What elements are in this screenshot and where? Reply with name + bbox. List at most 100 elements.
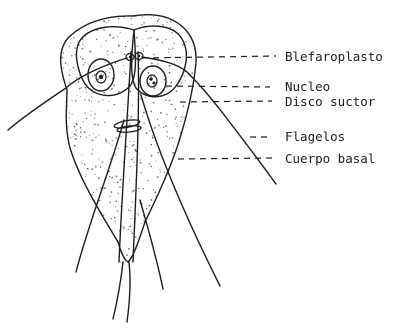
stipple-dot xyxy=(172,137,173,138)
stipple-dot xyxy=(157,152,159,154)
stipple-dot xyxy=(128,210,129,211)
stipple-dot xyxy=(151,63,153,65)
stipple-dot xyxy=(151,155,153,157)
stipple-dot xyxy=(109,35,110,36)
stipple-dot xyxy=(133,190,135,192)
stipple-dot xyxy=(87,84,88,85)
stipple-dot xyxy=(86,174,87,175)
stipple-dot xyxy=(91,139,93,141)
stipple-dot xyxy=(111,88,113,90)
stipple-dot xyxy=(116,176,118,178)
stipple-dot xyxy=(154,127,156,129)
stipple-dot xyxy=(166,114,167,115)
cell-outline-group xyxy=(8,15,276,322)
stipple-dot xyxy=(117,210,118,211)
stipple-dot xyxy=(85,176,86,177)
stipple-dot xyxy=(77,95,78,96)
stipple-dot xyxy=(124,54,125,55)
stipple-dot xyxy=(139,68,140,69)
leader-nucleo xyxy=(166,86,270,87)
stipple-dot xyxy=(76,77,77,78)
stipple-dot xyxy=(73,67,75,69)
stipple-dot xyxy=(74,145,76,147)
stipple-dot xyxy=(156,161,157,162)
stipple-dot xyxy=(109,176,110,177)
axostyle-left xyxy=(119,52,131,262)
stipple-dot xyxy=(157,176,159,178)
stipple-dot xyxy=(112,140,113,141)
stipple-dot xyxy=(165,39,166,40)
stipple-dot xyxy=(92,92,93,93)
stipple-dot xyxy=(84,164,86,166)
label-blefaroplasto: Blefaroplasto xyxy=(285,49,383,64)
stipple-dot xyxy=(108,76,109,77)
stipple-dot xyxy=(84,62,85,63)
stipple-dot xyxy=(164,79,166,81)
stipple-dot xyxy=(120,32,121,33)
stipple-dot xyxy=(170,49,171,50)
stipple-dot xyxy=(131,18,132,19)
stipple-dot xyxy=(112,52,113,53)
stipple-dot xyxy=(91,153,93,155)
stipple-dot xyxy=(143,48,144,49)
stipple-dot xyxy=(117,36,118,37)
median-bodies xyxy=(114,118,142,133)
stipple-dot xyxy=(118,91,120,93)
stipple-dot xyxy=(69,118,70,119)
stipple-dot xyxy=(129,180,130,181)
anterior-flagellum-right xyxy=(142,57,276,184)
stipple-dot xyxy=(170,27,171,28)
stipple-dot xyxy=(95,124,96,125)
stipple-dot xyxy=(105,138,107,140)
leader-disco-suctor xyxy=(180,101,272,102)
stipple-dot xyxy=(85,113,86,114)
stipple-dot xyxy=(109,196,110,197)
stipple-dot xyxy=(95,75,96,76)
stipple-dot xyxy=(148,38,149,39)
stipple-dot xyxy=(166,22,167,23)
stipple-dot xyxy=(132,191,133,192)
stipple-dot xyxy=(92,194,93,195)
stipple-dot xyxy=(116,138,118,140)
stipple-dot xyxy=(72,114,73,115)
stipple-dot xyxy=(151,17,152,18)
stipple-dot xyxy=(134,162,135,163)
stipple-dot xyxy=(100,166,101,167)
stipple-dot xyxy=(104,121,106,123)
stipple-dot xyxy=(130,210,131,211)
stipple-dot xyxy=(171,104,172,105)
stipple-dot xyxy=(127,41,128,42)
stipple-dot xyxy=(71,55,72,56)
stipple-dot xyxy=(147,180,148,181)
stipple-dot xyxy=(105,40,106,41)
stipple-dot xyxy=(91,168,93,170)
stipple-dot xyxy=(73,37,74,38)
stipple-dot xyxy=(115,63,116,64)
stipple-dot xyxy=(107,110,108,111)
stipple-dot xyxy=(90,51,91,52)
stipple-dot xyxy=(124,72,125,73)
stipple-dot xyxy=(123,110,124,111)
stipple-dot xyxy=(137,212,138,213)
stipple-dot xyxy=(80,96,81,97)
stipple-dot xyxy=(98,101,99,102)
stipple-dot xyxy=(132,233,134,235)
stipple-dot xyxy=(146,132,148,134)
stipple-dot xyxy=(69,46,71,48)
stipple-dot xyxy=(171,32,172,33)
stipple-dot xyxy=(75,135,77,137)
stipple-dot xyxy=(157,119,158,120)
stipple-dot xyxy=(143,22,145,24)
stipple-dot xyxy=(131,207,132,208)
stipple-dot xyxy=(117,181,119,183)
stipple-dot xyxy=(112,145,113,146)
stipple-dot xyxy=(162,78,163,79)
stipple-dot xyxy=(91,96,92,97)
stipple-dot xyxy=(95,136,96,137)
stipple-dot xyxy=(154,191,156,193)
stipple-dot xyxy=(118,193,119,194)
stipple-dot xyxy=(143,123,144,124)
stipple-dot xyxy=(150,144,152,146)
stipple-dot xyxy=(123,228,124,229)
stipple-dot xyxy=(131,24,132,25)
